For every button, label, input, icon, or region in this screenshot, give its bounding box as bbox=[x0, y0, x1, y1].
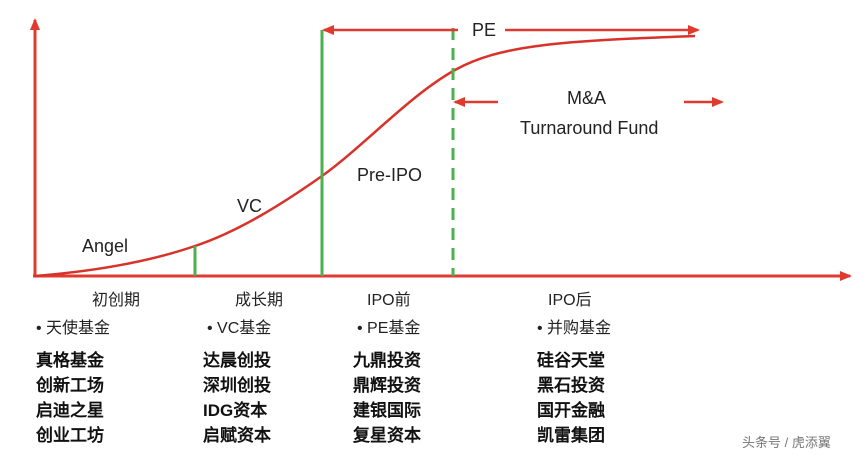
list-item: 黑石投资 bbox=[537, 376, 605, 395]
list-item: 国开金融 bbox=[537, 401, 605, 420]
list-item: 建银国际 bbox=[353, 401, 421, 420]
fund-type-pe: • PE基金 bbox=[357, 320, 421, 337]
list-item: 复星资本 bbox=[353, 426, 421, 445]
list-item: IDG资本 bbox=[203, 401, 268, 420]
list-item: 九鼎投资 bbox=[353, 351, 421, 370]
company-list-pre-ipo: 九鼎投资 鼎辉投资 建银国际 复星资本 bbox=[353, 348, 421, 448]
pre-ipo-label: Pre-IPO bbox=[357, 165, 423, 185]
pe-label: PE bbox=[472, 20, 497, 40]
list-item: 启赋资本 bbox=[203, 426, 271, 445]
list-item: 达晨创投 bbox=[203, 351, 271, 370]
stage-name-pre-ipo: IPO前 bbox=[367, 292, 411, 309]
stage-name-post-ipo: IPO后 bbox=[548, 292, 592, 309]
list-item: 启迪之星 bbox=[36, 401, 104, 420]
stage-name-startup: 初创期 bbox=[92, 292, 141, 309]
vc-label: VC bbox=[237, 196, 263, 216]
list-item: 鼎辉投资 bbox=[353, 376, 421, 395]
company-list-post-ipo: 硅谷天堂 黑石投资 国开金融 凯雷集团 bbox=[537, 348, 605, 448]
company-list-growth: 达晨创投 深圳创投 IDG资本 启赋资本 bbox=[203, 348, 271, 448]
company-list-startup: 真格基金 创新工场 启迪之星 创业工坊 bbox=[36, 348, 104, 448]
list-item: 创业工坊 bbox=[36, 426, 104, 445]
stage-name-growth: 成长期 bbox=[235, 292, 284, 309]
list-item: 真格基金 bbox=[36, 351, 104, 370]
list-item: 深圳创投 bbox=[203, 376, 271, 395]
watermark: 头条号 / 虎添翼 bbox=[742, 435, 831, 450]
angel-label: Angel bbox=[82, 236, 129, 256]
growth-curve bbox=[34, 34, 696, 278]
turnaround-fund-label: Turnaround Fund bbox=[520, 118, 659, 138]
list-item: 硅谷天堂 bbox=[537, 351, 605, 370]
fund-type-ma: • 并购基金 bbox=[537, 320, 612, 337]
fund-type-angel: • 天使基金 bbox=[36, 320, 111, 337]
fund-type-vc: • VC基金 bbox=[207, 320, 272, 337]
list-item: 创新工场 bbox=[36, 376, 104, 395]
ma-label: M&A bbox=[567, 88, 607, 108]
list-item: 凯雷集团 bbox=[537, 426, 605, 445]
